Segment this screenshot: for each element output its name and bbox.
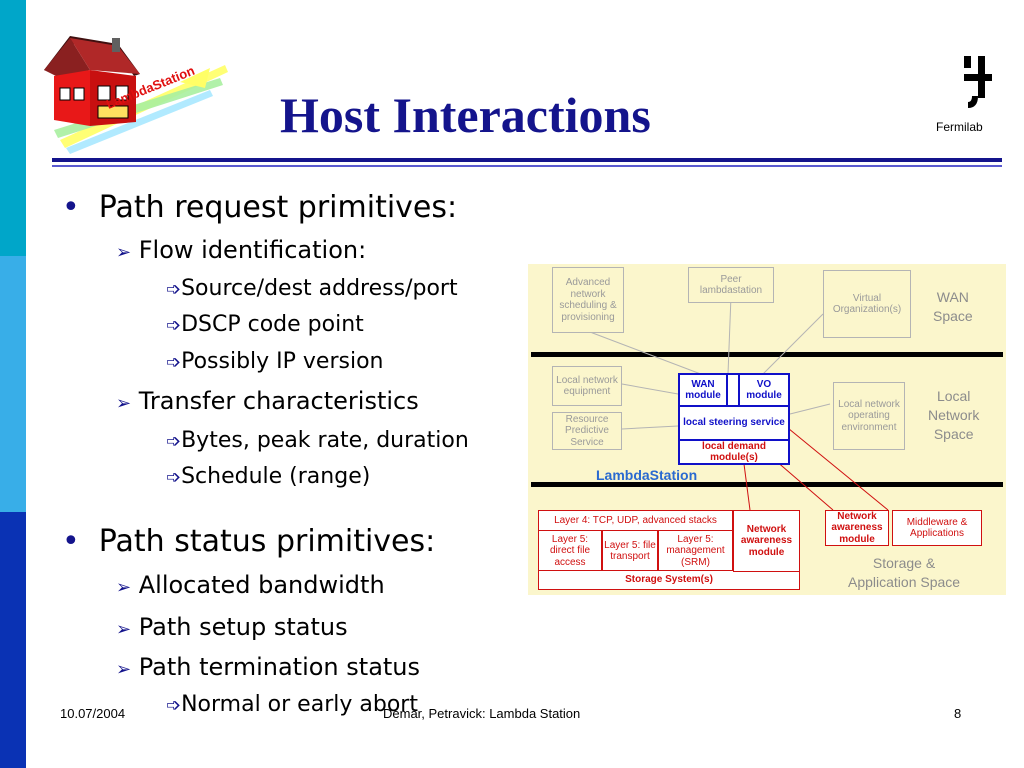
- title-rule: [52, 158, 1002, 162]
- bullet-arrow-icon: ➢: [116, 659, 132, 680]
- side-strip-middle: [0, 256, 26, 512]
- local-steering-service-box: local steering service: [678, 405, 790, 441]
- title-rule-thin: [52, 165, 1002, 167]
- architecture-diagram: WAN Space Local Network Space Storage & …: [528, 264, 1006, 595]
- resource-predictive-service-box: Resource Predictive Service: [552, 412, 622, 450]
- bullet-text: Normal or early abort: [181, 692, 418, 717]
- fermilab-label: Fermilab: [936, 120, 983, 134]
- fermilab-logo-icon: [964, 56, 992, 108]
- wan-space-label: WAN Space: [933, 289, 973, 324]
- bullet-path-status: • Path status primitives:: [62, 524, 435, 559]
- bullet-text: DSCP code point: [181, 312, 364, 337]
- bullet-path-request: • Path request primitives:: [62, 190, 457, 225]
- bullet-normal-abort: ➩Normal or early abort: [166, 692, 418, 717]
- layer5-management-box: Layer 5: management (SRM): [658, 530, 733, 572]
- bullet-text: Path status primitives:: [98, 524, 436, 559]
- wan-module-box: WAN module: [678, 373, 728, 407]
- advanced-scheduling-box: Advanced network scheduling & provisioni…: [552, 267, 624, 333]
- lambdastation-house-logo: [44, 36, 228, 154]
- local-demand-module-box: local demand module(s): [678, 439, 790, 465]
- bullet-dscp: ➩DSCP code point: [166, 312, 364, 337]
- bullet-arrow-icon: ➢: [116, 393, 132, 414]
- bullet-text: Transfer characteristics: [138, 387, 419, 415]
- middleware-applications-box: Middleware & Applications: [892, 510, 982, 546]
- layer4-box: Layer 4: TCP, UDP, advanced stacks: [538, 510, 733, 532]
- bullet-text: Allocated bandwidth: [138, 571, 385, 599]
- lambdastation-label: LambdaStation: [596, 467, 698, 483]
- network-awareness-module-right: Network awareness module: [825, 510, 889, 546]
- bullet-ip-version: ➩Possibly IP version: [166, 349, 384, 374]
- bullet-schedule: ➩Schedule (range): [166, 464, 370, 489]
- bullet-arrow-icon: ➢: [116, 619, 132, 640]
- local-network-equipment-box: Local network equipment: [552, 366, 622, 406]
- bullet-path-termination: ➢ Path termination status: [116, 653, 420, 681]
- footer-page-number: 8: [954, 706, 962, 721]
- bullet-arrow-icon: ➩: [166, 467, 182, 488]
- bullet-path-setup: ➢ Path setup status: [116, 613, 348, 641]
- layer5-direct-file-box: Layer 5: direct file access: [538, 530, 602, 572]
- slide-title: Host Interactions: [280, 87, 651, 143]
- bullet-arrow-icon: ➢: [116, 242, 132, 263]
- vo-module-box: VO module: [738, 373, 790, 407]
- virtual-organization-box: Virtual Organization(s): [823, 270, 911, 338]
- side-strip-top: [0, 0, 26, 256]
- storage-application-space-label: Storage & Application Space: [848, 555, 961, 590]
- bullet-arrow-icon: ➩: [166, 431, 182, 452]
- bullet-arrow-icon: ➩: [166, 352, 182, 373]
- bullet-arrow-icon: ➢: [116, 577, 132, 598]
- bullet-flow-identification: ➢ Flow identification:: [116, 236, 366, 264]
- bullet-marker: •: [62, 524, 80, 559]
- bullet-text: Schedule (range): [181, 464, 371, 489]
- bullet-source-dest: ➩Source/dest address/port: [166, 276, 458, 301]
- side-strip-bottom: [0, 512, 26, 768]
- diagram-lines: [531, 295, 1003, 511]
- bullet-text: Path setup status: [138, 613, 348, 641]
- local-operating-environment-box: Local network operating environment: [833, 382, 905, 450]
- local-network-space-label: Local Network Space: [928, 388, 980, 442]
- bullet-bytes: ➩Bytes, peak rate, duration: [166, 428, 469, 453]
- network-awareness-module-left: Network awareness module: [733, 510, 800, 572]
- layer5-file-transport-box: Layer 5: file transport: [602, 530, 658, 572]
- bullet-text: Source/dest address/port: [181, 276, 458, 301]
- bullet-text: Path termination status: [138, 653, 421, 681]
- bullet-text: Bytes, peak rate, duration: [181, 428, 469, 453]
- bullet-text: Possibly IP version: [181, 349, 384, 374]
- bullet-arrow-icon: ➩: [166, 279, 182, 300]
- footer-date: 10.07/2004: [60, 706, 126, 721]
- bullet-allocated-bandwidth: ➢ Allocated bandwidth: [116, 571, 385, 599]
- bullet-marker: •: [62, 190, 80, 225]
- bullet-text: Flow identification:: [138, 236, 367, 264]
- bullet-arrow-icon: ➩: [166, 695, 182, 716]
- bullet-transfer-characteristics: ➢ Transfer characteristics: [116, 387, 419, 415]
- storage-systems-box: Storage System(s): [538, 570, 800, 590]
- bullet-text: Path request primitives:: [98, 190, 458, 225]
- footer-authors: Demar, Petravick: Lambda Station: [383, 706, 581, 721]
- bullet-arrow-icon: ➩: [166, 315, 182, 336]
- peer-lambdastation-box: Peer lambdastation: [688, 267, 774, 303]
